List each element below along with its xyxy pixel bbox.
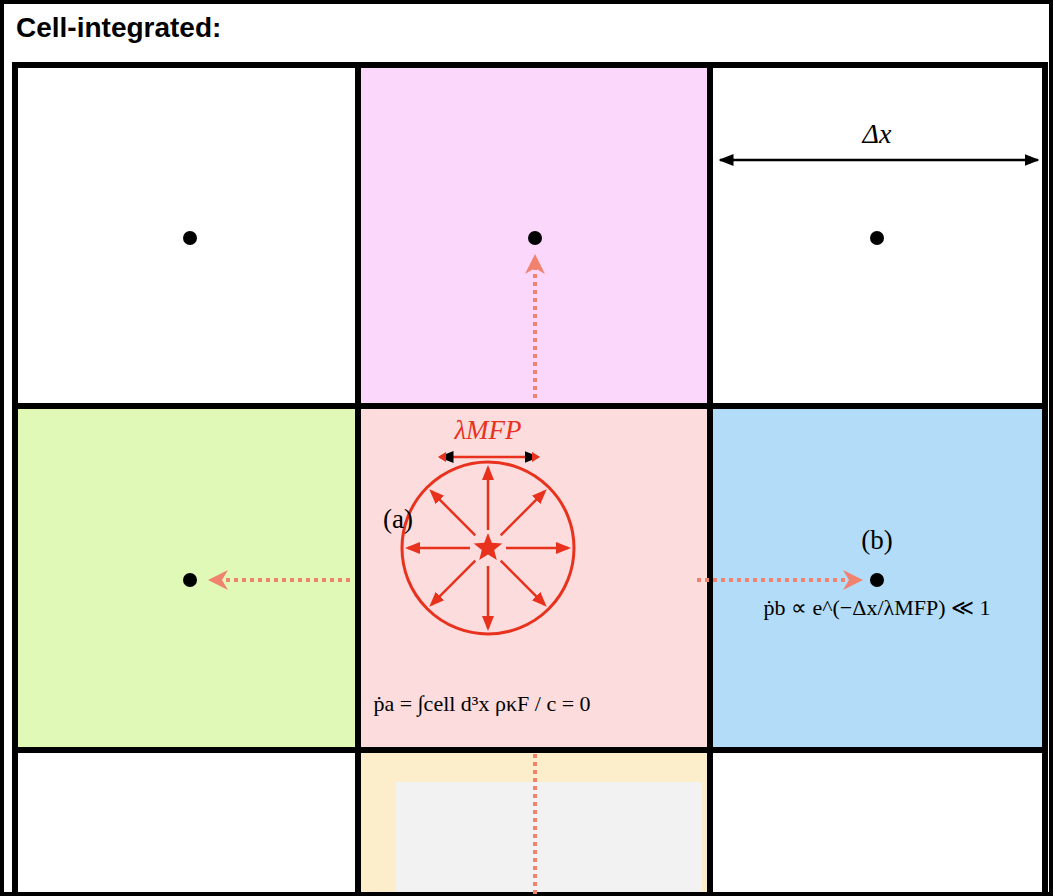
emission-circle — [402, 462, 574, 634]
ray — [408, 547, 470, 550]
mfp-label: λMFP — [454, 415, 521, 446]
cell-centre-dots — [183, 231, 884, 587]
ray — [487, 566, 490, 628]
ray — [487, 468, 490, 530]
point-label: (a) — [383, 504, 413, 535]
grid-cell: λMFP (a) ṗa = ∫cell d³x ρκF / c = 0 — [361, 409, 707, 747]
ray — [506, 547, 568, 550]
mfp-arrow — [440, 456, 538, 459]
radiation-rays — [408, 468, 568, 628]
momentum-formula: ṗa = ∫cell d³x ρκF / c = 0 — [373, 691, 590, 717]
cell-fill — [18, 409, 355, 747]
mfp-arrow-heads — [438, 452, 540, 462]
cell-fill — [361, 409, 707, 747]
grid-cell: (b) ṗb ∝ e^(−Δx/λMFP) ≪ 1 — [713, 409, 1042, 747]
momentum-formula: ṗb ∝ e^(−Δx/λMFP) ≪ 1 — [763, 595, 990, 621]
diagram-title: Cell-integrated: — [16, 12, 221, 44]
dimension-label: Δx — [863, 118, 892, 150]
source-star — [474, 533, 503, 560]
dotted-arrows — [212, 258, 535, 896]
cell-fill — [361, 753, 707, 896]
ray — [431, 561, 475, 605]
dotted-arrow — [697, 578, 859, 582]
cell-fill — [713, 409, 1042, 747]
cell-fill — [361, 68, 707, 403]
point-label: (b) — [861, 525, 892, 556]
dimension-arrow — [720, 159, 1038, 162]
ray — [501, 491, 545, 535]
grid-lines — [12, 65, 1048, 896]
ray — [431, 491, 475, 535]
overlay-patch — [396, 782, 702, 896]
ray — [501, 561, 545, 605]
